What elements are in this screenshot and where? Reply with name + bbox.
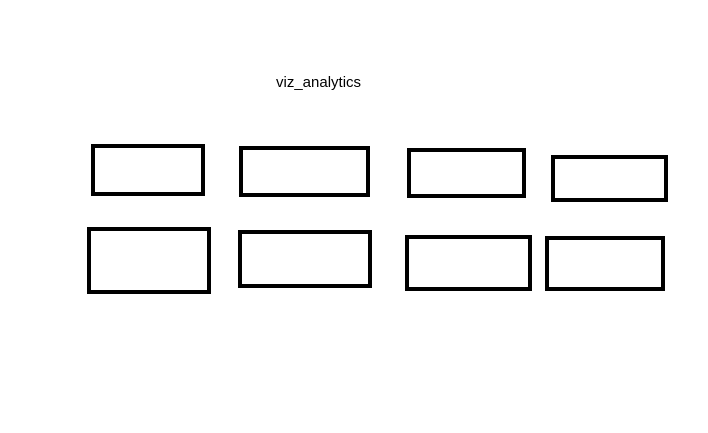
rectangle-box-5 bbox=[87, 227, 211, 294]
rectangle-box-3 bbox=[407, 148, 526, 198]
rectangle-box-1 bbox=[91, 144, 205, 196]
page-title: viz_analytics bbox=[276, 74, 362, 91]
rectangle-box-6 bbox=[238, 230, 372, 288]
rectangle-box-2 bbox=[239, 146, 370, 197]
rectangle-box-7 bbox=[405, 235, 532, 291]
rectangle-box-4 bbox=[551, 155, 668, 202]
rectangle-box-8 bbox=[545, 236, 665, 291]
